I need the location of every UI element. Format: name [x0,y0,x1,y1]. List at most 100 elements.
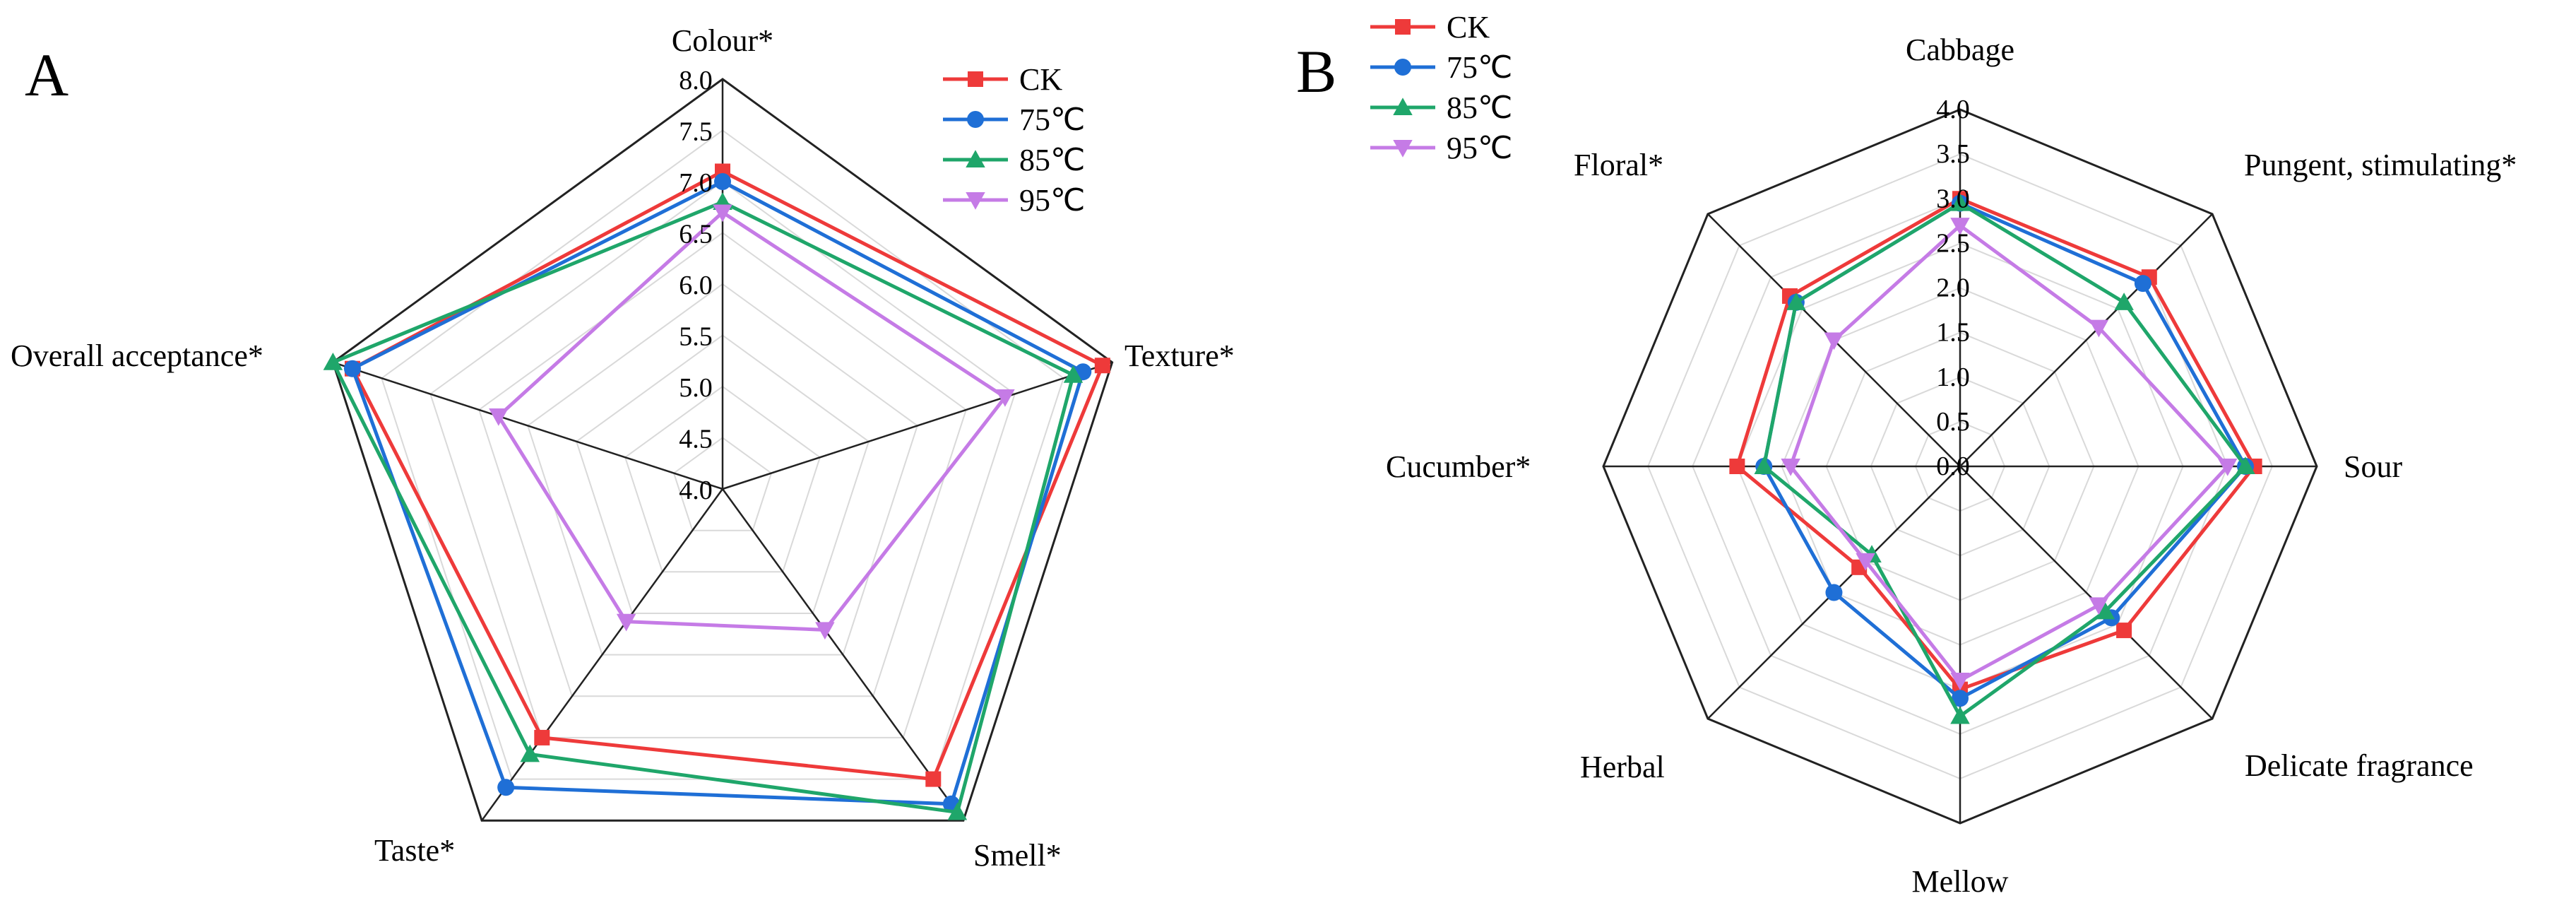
tick-label: 5.5 [679,322,713,352]
data-point-95-delicate-fragrance [2089,597,2109,615]
data-point-95-cucumber [1781,459,1800,476]
axis-label-overall-acceptance: Overall acceptance* [11,338,263,373]
tick-label: 0.5 [1936,407,1970,437]
data-point-85-cabbage [1950,193,1970,211]
data-point-ck-delicate-fragrance [2116,623,2132,639]
data-point-95-smell [815,622,835,640]
legend-item-ck: CK [1370,10,1490,45]
series-line-75 [350,179,1086,806]
data-point-85-cucumber [1754,456,1774,474]
axis-label-pungent-stimulating: Pungent, stimulating* [2244,148,2517,182]
radar-chart-b: B0.00.51.01.52.02.53.03.54.0CabbagePunge… [1296,10,2517,899]
tick-label: 2.5 [1936,228,1970,258]
tick-label: 7.5 [679,117,713,147]
axis-label-mellow: Mellow [1912,864,2009,899]
tick-label: 0.0 [1936,452,1970,481]
data-point-ck-cucumber [1729,459,1745,474]
data-point-95-colour [713,204,732,223]
data-point-ck-texture [1094,358,1110,374]
legend-item-75: 75℃ [943,102,1085,137]
panel-letter: B [1296,37,1336,105]
legend-item-95: 95℃ [1370,131,1512,165]
legend-marker [966,192,985,210]
outer-ring [331,78,1114,822]
data-point-95-overall-acceptance [489,408,509,426]
tick-label: 1.5 [1936,318,1970,348]
axis-label-floral: Floral* [1574,148,1663,182]
data-point-85-sour [2236,456,2255,474]
data-point-95-herbal [1856,553,1875,571]
legend-label: 95℃ [1447,131,1512,165]
data-point-95-taste [616,613,636,632]
axis-label-cabbage: Cabbage [1906,33,2014,67]
axis-spoke [721,488,964,821]
legend-label: CK [1019,62,1062,97]
tick-label: 5.0 [679,373,713,403]
legend-marker [968,71,983,87]
tick-label: 4.0 [679,476,713,505]
legend-item-95: 95℃ [943,183,1085,218]
tick-label: 8.0 [679,66,713,95]
grid-ring [527,283,918,656]
data-point-85-overall-acceptance [323,353,343,370]
tick-label: 6.0 [679,271,713,300]
axis-label-cucumber: Cucumber* [1386,449,1531,484]
legend-marker [1393,140,1413,158]
axis-spoke [333,361,723,490]
tick-label: 7.0 [679,168,713,198]
legend-label: 75℃ [1019,102,1085,137]
tick-label: 3.5 [1936,139,1970,169]
legend-label: 85℃ [1019,143,1085,177]
data-point-ck-smell [925,771,942,787]
legend-marker [967,111,984,128]
data-point-95-texture [995,389,1015,407]
series-95 [489,204,1015,640]
series-75 [343,173,1092,813]
series-line-85 [330,200,1076,815]
legend-marker [1393,98,1413,115]
data-point-95-floral [1824,332,1844,350]
data-point-75-mellow [1952,690,1969,707]
data-point-85-floral [1786,293,1806,310]
data-point-95-mellow [1950,673,1970,690]
tick-label: 2.0 [1936,273,1970,303]
axis-label-taste: Taste* [374,833,455,868]
grid-ring [478,232,967,697]
series-line-95 [496,210,1008,632]
axis-label-colour: Colour* [672,23,773,58]
data-point-75-herbal [1825,584,1843,601]
axis-spoke [1959,213,2213,467]
axis-label-sour: Sour [2344,449,2402,484]
data-point-75-pungent-stimulating [2134,275,2151,293]
data-point-95-cabbage [1950,218,1970,235]
axis-spoke [1959,466,2213,719]
panel-letter: A [25,41,69,109]
tick-label: 3.0 [1936,184,1970,213]
grid-ring [672,437,773,531]
grid-ring [624,385,821,573]
series-ck [344,163,1110,787]
data-point-ck-taste [534,729,550,745]
legend-item-85: 85℃ [943,143,1085,177]
data-point-85-pungent-stimulating [2114,293,2134,310]
series-line-85 [1762,201,2248,719]
legend-label: 75℃ [1447,50,1512,85]
grid-ring [429,180,1016,738]
data-point-85-taste [520,744,540,762]
grid-ring [575,334,870,614]
data-point-75-overall-acceptance [343,360,361,377]
axis-label-delicate-fragrance: Delicate fragrance [2245,748,2474,783]
axis-spoke [722,361,1112,490]
data-point-85-mellow [1950,706,1970,724]
legend: CK 75℃ 85℃ 95℃ [943,62,1085,218]
data-point-85-texture [1063,365,1084,383]
legend-marker [966,150,985,167]
tick-label: 4.0 [1936,95,1970,124]
legend-item-75: 75℃ [1370,50,1512,85]
axis-label-smell: Smell* [973,838,1062,873]
legend-marker [1395,19,1411,35]
radar-chart-a: A4.04.55.05.56.06.57.07.58.0Colour*Textu… [11,23,1235,873]
data-point-85-delicate-fragrance [2095,601,2115,620]
